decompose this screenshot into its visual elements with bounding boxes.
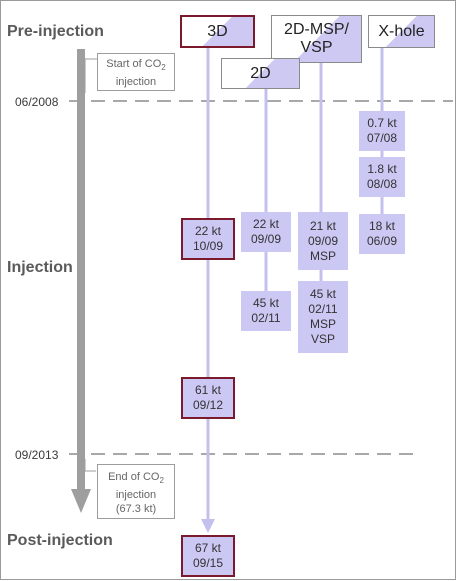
box-value: 1.8 kt xyxy=(367,162,397,176)
phase-pre-injection: Pre-injection xyxy=(7,23,104,40)
box-date: 02/11 xyxy=(308,302,338,316)
end-callout-text-3: (67.3 kt) xyxy=(115,503,157,516)
line-3d-arrowhead xyxy=(201,519,215,533)
box-value: 67 kt xyxy=(194,541,221,555)
end-callout-text-2: injection xyxy=(115,489,157,502)
survey-box-3d-3: 67 kt 09/15 xyxy=(181,535,235,577)
survey-box-msp-1: 21 kt 09/09 MSP xyxy=(298,212,348,270)
box-value: 22 kt xyxy=(194,224,221,238)
box-date: 09/12 xyxy=(192,398,224,412)
box-date: 09/09 xyxy=(307,233,339,248)
box-date: 09/15 xyxy=(192,556,224,570)
survey-box-2d-2: 45 kt 02/11 xyxy=(241,291,291,331)
start-of-co2-callout: Start of CO2 injection xyxy=(97,53,175,91)
survey-box-3d-2: 61 kt 09/12 xyxy=(181,377,235,419)
survey-header-3d: 3D xyxy=(180,15,255,48)
phase-post-injection: Post-injection xyxy=(7,532,113,549)
phase-injection: Injection xyxy=(7,259,73,276)
box-date: 02/11 xyxy=(251,311,281,325)
box-value: 61 kt xyxy=(194,383,221,397)
date-start: 06/2008 xyxy=(15,95,59,109)
end-callout-text: End of CO2 xyxy=(108,471,164,486)
survey-box-msp-2: 45 kt 02/11 MSP VSP xyxy=(298,281,348,353)
survey-header-2d: 2D xyxy=(221,58,300,89)
box-method: MSP xyxy=(309,317,336,331)
box-value: 21 kt xyxy=(309,218,336,233)
timeline-arrowhead xyxy=(71,489,91,513)
end-of-co2-callout: End of CO2 injection (67.3 kt) xyxy=(97,464,175,519)
survey-box-xhole-1: 0.7 kt 07/08 xyxy=(359,111,405,151)
box-value: 45 kt xyxy=(252,296,279,310)
end-callout-leader xyxy=(84,459,96,472)
header-2dmsp-line1: 2D-MSP/ xyxy=(284,21,349,38)
survey-box-xhole-3: 18 kt 06/09 xyxy=(359,214,405,254)
survey-header-xhole: X-hole xyxy=(368,15,435,48)
box-value: 18 kt xyxy=(368,219,395,233)
survey-box-3d-1: 22 kt 10/09 xyxy=(181,218,235,260)
header-2dmsp-line2: VSP xyxy=(300,39,333,56)
start-callout-text: Start of CO2 xyxy=(106,58,166,73)
box-value: 22 kt xyxy=(252,217,279,231)
box-method: MSP xyxy=(309,248,336,263)
date-end: 09/2013 xyxy=(15,448,59,462)
survey-box-xhole-2: 1.8 kt 08/08 xyxy=(359,157,405,197)
box-date: 08/08 xyxy=(366,177,398,191)
survey-box-2d-1: 22 kt 09/09 xyxy=(241,212,291,252)
box-date: 10/09 xyxy=(192,239,224,253)
box-date: 09/09 xyxy=(250,232,282,246)
box-method-2: VSP xyxy=(310,332,335,346)
survey-header-2d-msp-vsp: 2D-MSP/ VSP xyxy=(271,15,362,63)
box-date: 06/09 xyxy=(366,234,398,248)
box-value: 0.7 kt xyxy=(367,116,397,130)
start-callout-text-2: injection xyxy=(115,76,157,89)
start-callout-leader xyxy=(84,58,97,93)
box-value: 45 kt xyxy=(309,287,336,301)
box-date: 07/08 xyxy=(366,131,398,145)
